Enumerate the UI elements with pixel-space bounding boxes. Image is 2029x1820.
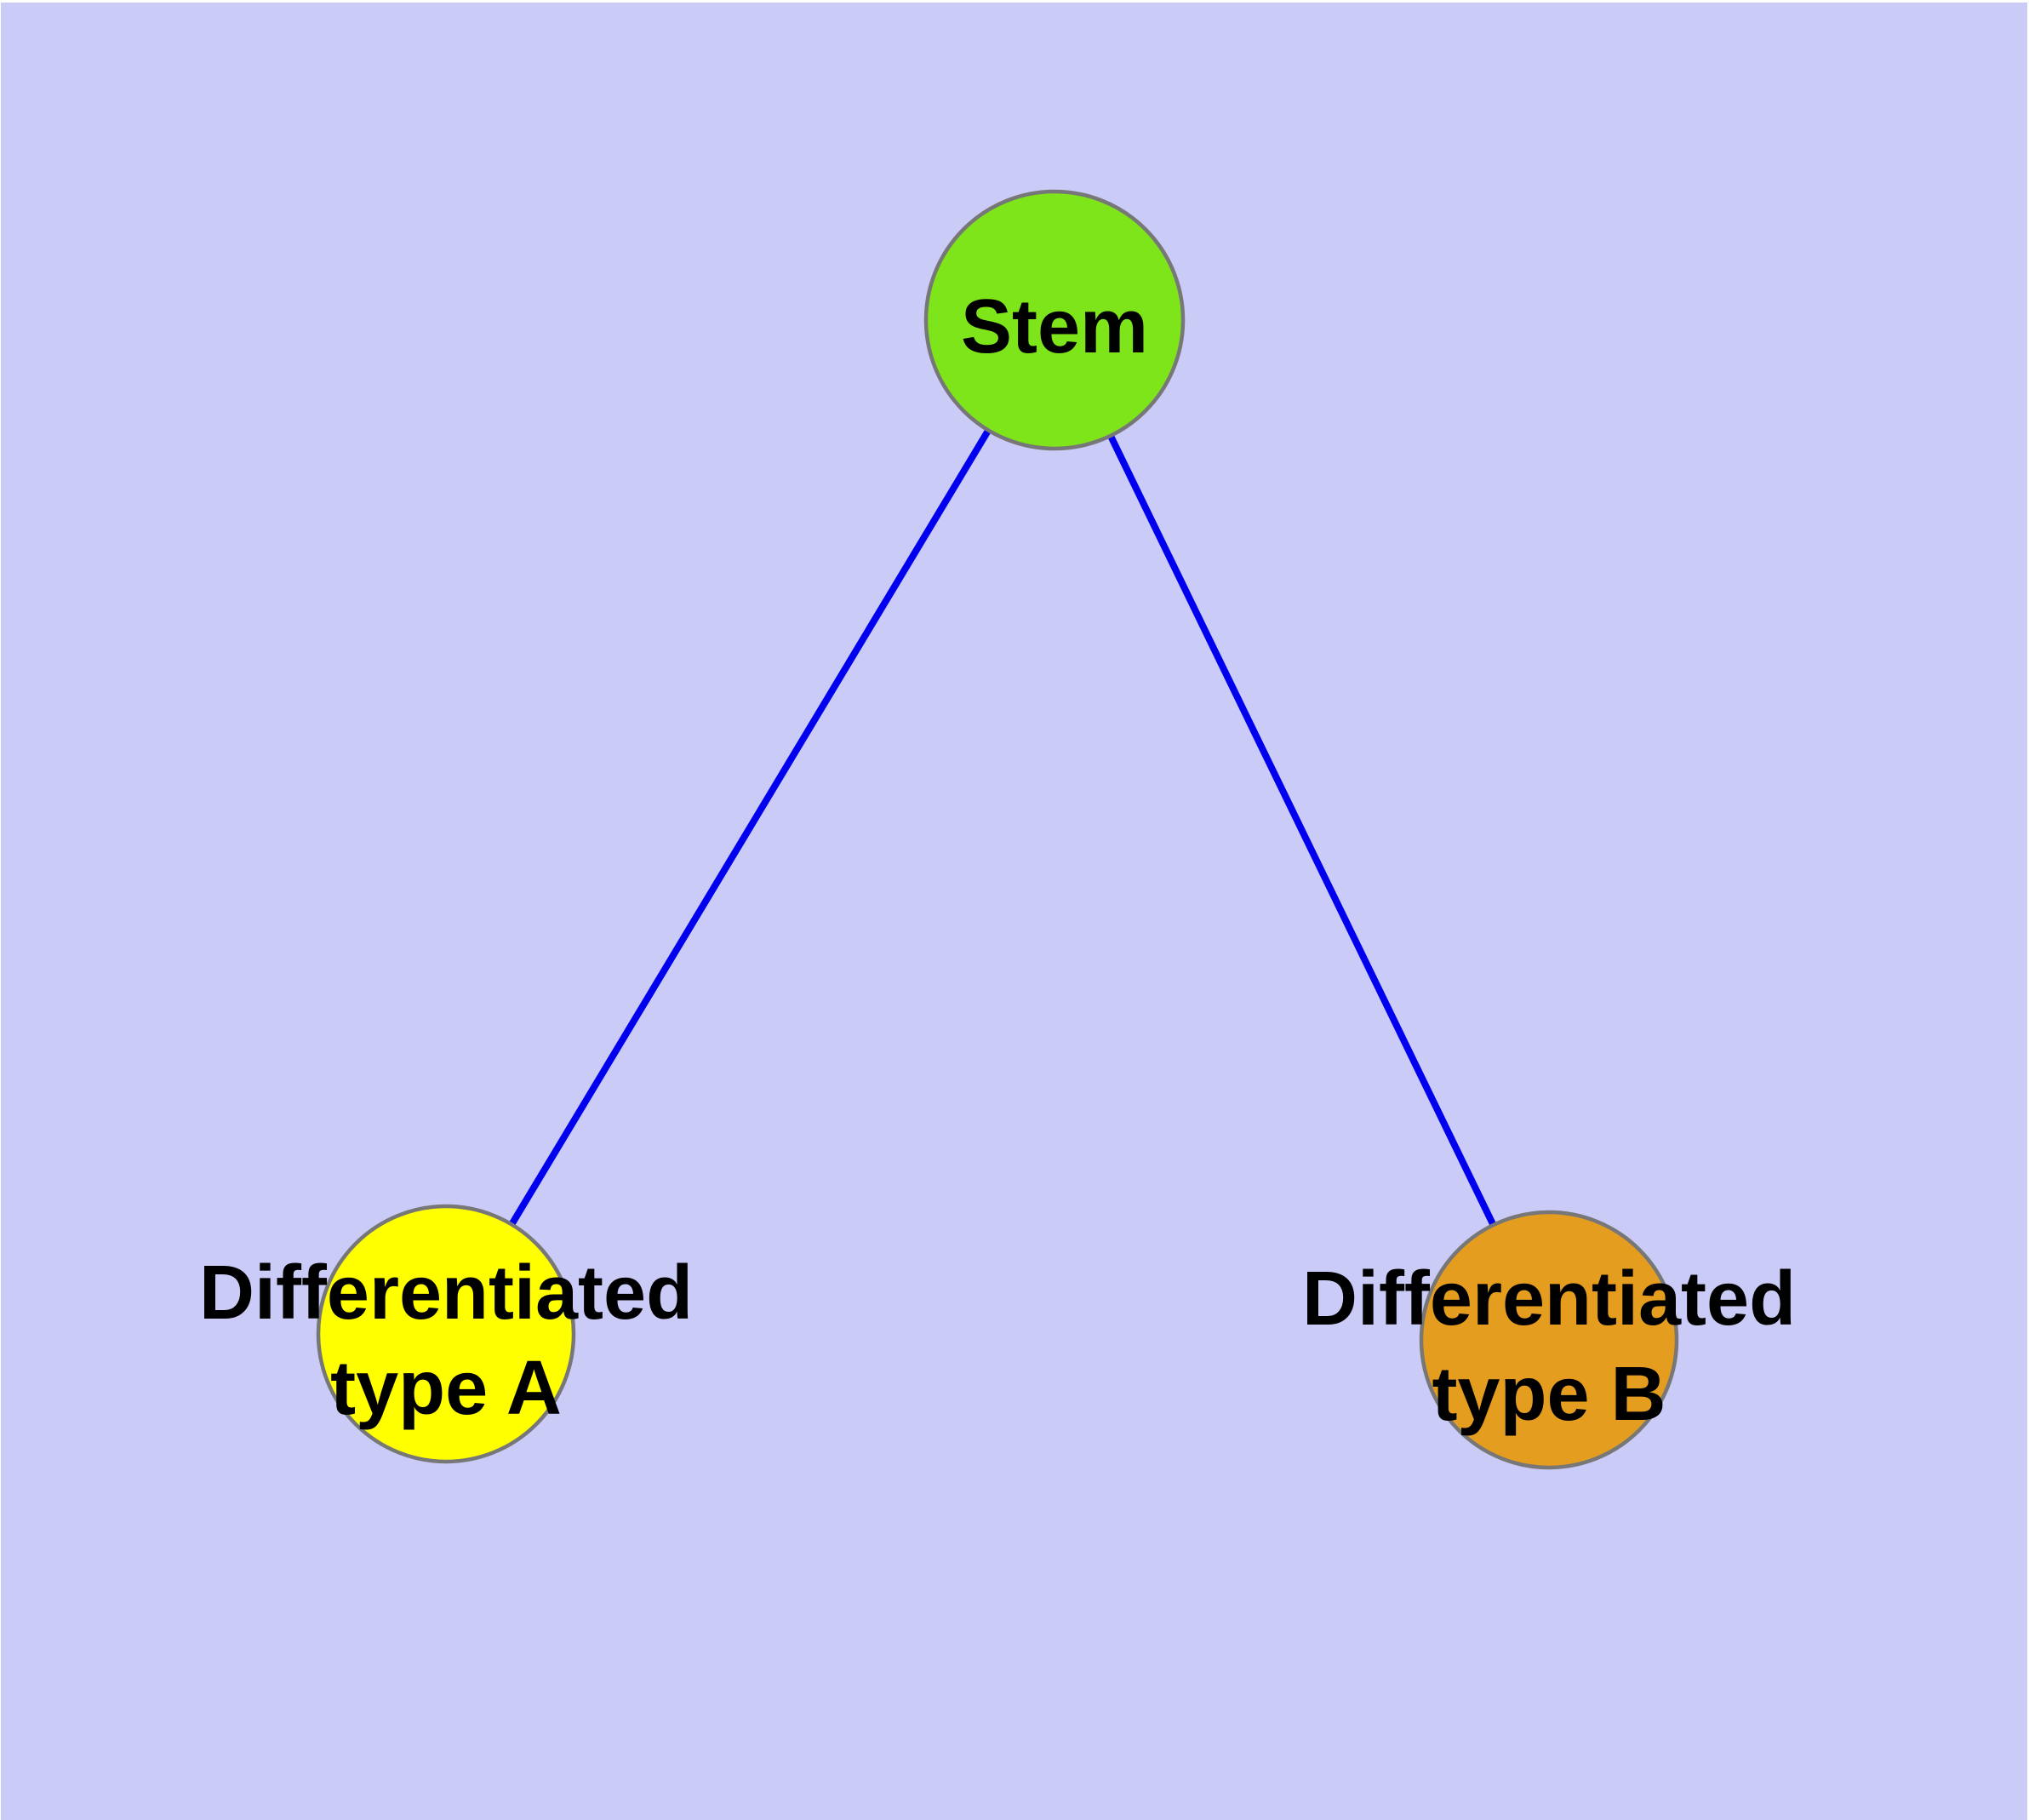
node-type-b-label-line2: type B xyxy=(1432,1352,1666,1437)
edge-stem-to-type-b xyxy=(1051,318,1552,1342)
node-type-a-label-line1: Differentiated xyxy=(198,1251,694,1336)
node-stem-circle xyxy=(923,189,1186,451)
node-type-a-label-line2: type A xyxy=(330,1346,562,1431)
diagram-canvas: Stem Differentiated type A Differentiate… xyxy=(1,3,2027,1820)
edge-stem-to-type-a xyxy=(443,318,1058,1336)
node-type-b-label: Differentiated type B xyxy=(1302,1251,1796,1442)
node-stem-label-line: Stem xyxy=(960,284,1149,369)
node-type-b-circle xyxy=(1419,1210,1679,1470)
node-type-b-label-line1: Differentiated xyxy=(1301,1256,1797,1342)
node-stem-label: Stem xyxy=(961,279,1148,375)
node-type-a-circle xyxy=(316,1204,576,1464)
graph-svg xyxy=(316,189,1679,1470)
node-type-a-label: Differentiated type A xyxy=(199,1245,693,1436)
